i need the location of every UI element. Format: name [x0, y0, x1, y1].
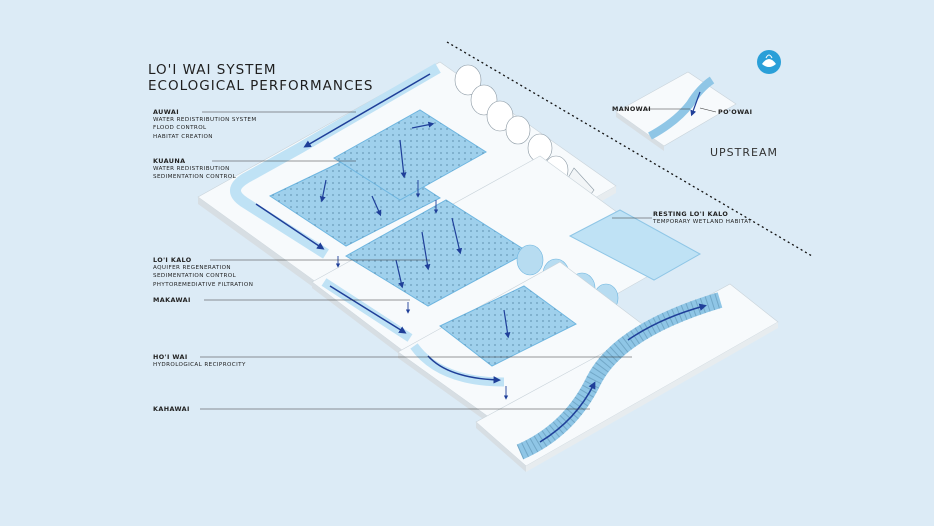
label-kahawai-name: KAHAWAI [153, 405, 190, 413]
platform-middle [311, 155, 681, 394]
label-kuauna-line-1: WATER REDISTRIBUTION [153, 166, 230, 172]
label-hoi-wai-name: HO'I WAI [153, 353, 188, 361]
stream-platform [475, 283, 779, 472]
label-auwai: AUWAI WATER REDISTRIBUTION SYSTEM FLOOD … [153, 108, 257, 141]
flow-arrows [335, 180, 509, 400]
label-resting-line-1: TEMPORARY WETLAND HABITAT [653, 219, 752, 225]
label-loi-kalo-line-1: AQUIFER REGENERATION [153, 265, 232, 271]
label-loi-kalo: LO'I KALO AQUIFER REGENERATION SEDIMENTA… [153, 256, 253, 289]
label-auwai-line-3: HABITAT CREATION [153, 133, 213, 140]
label-hoi-wai-line-1: HYDROLOGICAL RECIPROCITY [153, 362, 246, 368]
label-loi-kalo-line-3: PHYTOREMEDIATIVE FILTRATION [153, 281, 254, 288]
label-resting-name: RESTING LO'I KALO [653, 210, 729, 218]
label-auwai-line-2: FLOOD CONTROL [153, 125, 207, 132]
upstream-label: UPSTREAM [710, 146, 778, 159]
leaf-water-icon [757, 50, 781, 74]
label-poowai: PO'OWAI [718, 108, 753, 116]
label-makawai: MAKAWAI [153, 296, 191, 304]
label-auwai-name: AUWAI [153, 108, 180, 116]
label-resting-loi-kalo: RESTING LO'I KALO TEMPORARY WETLAND HABI… [653, 210, 752, 226]
label-auwai-line-1: WATER REDISTRIBUTION SYSTEM [153, 117, 257, 123]
label-kuauna-line-2: SEDIMENTATION CONTROL [153, 174, 237, 181]
label-loi-kalo-name: LO'I KALO [153, 256, 192, 264]
diagram-title: LO'I WAI SYSTEM ECOLOGICAL PERFORMANCES [148, 62, 374, 94]
label-kuauna-name: KUAUNA [153, 157, 186, 165]
label-kuauna: KUAUNA WATER REDISTRIBUTION SEDIMENTATIO… [153, 157, 236, 182]
label-manowai: MANOWAI [612, 105, 651, 113]
leader-lines [200, 107, 717, 410]
boundary-dotted-line [446, 41, 813, 257]
title-line-2: ECOLOGICAL PERFORMANCES [148, 78, 374, 94]
title-line-1: LO'I WAI SYSTEM [148, 62, 277, 78]
label-loi-kalo-line-2: SEDIMENTATION CONTROL [153, 273, 237, 280]
resting-loi-kalo [568, 209, 702, 281]
label-makawai-name: MAKAWAI [153, 296, 191, 304]
label-kahawai: KAHAWAI [153, 405, 190, 413]
platform-lower [397, 261, 651, 424]
label-hoi-wai: HO'I WAI HYDROLOGICAL RECIPROCITY [153, 353, 246, 369]
